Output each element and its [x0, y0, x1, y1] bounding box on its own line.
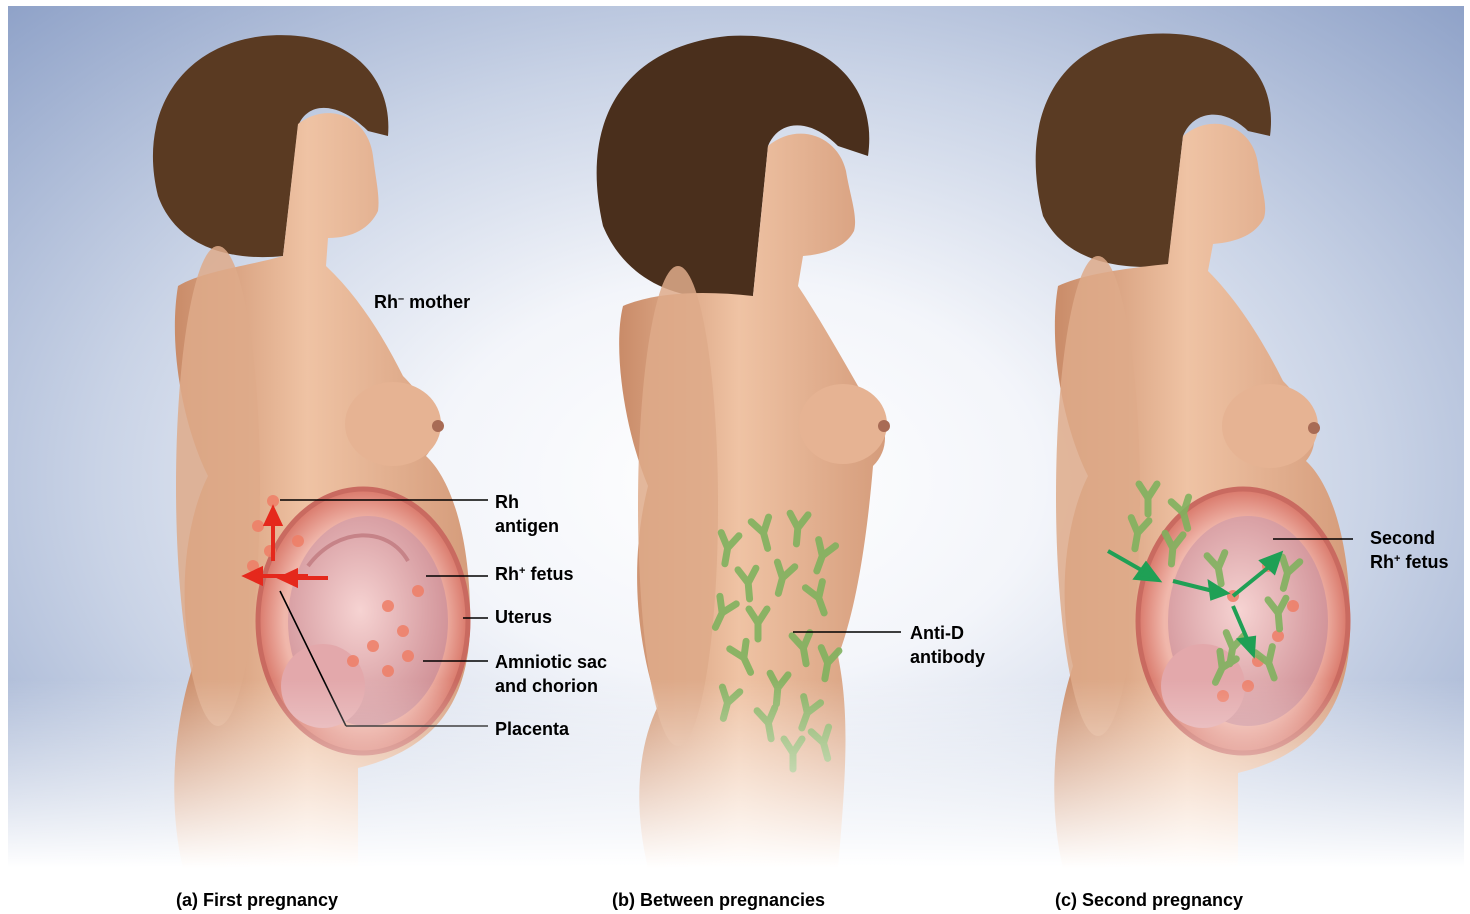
rh-fetus-label: Rh+ fetus — [495, 562, 573, 586]
uterus-label: Uterus — [495, 605, 552, 629]
figure-artwork — [8, 6, 1464, 868]
rh-mother-label: Rh– mother — [374, 290, 470, 314]
caption-second-pregnancy: (c) Second pregnancy — [1055, 890, 1243, 911]
placenta-label: Placenta — [495, 717, 569, 741]
caption-first-pregnancy: (a) First pregnancy — [176, 890, 338, 911]
caption-between-pregnancies: (b) Between pregnancies — [612, 890, 825, 911]
